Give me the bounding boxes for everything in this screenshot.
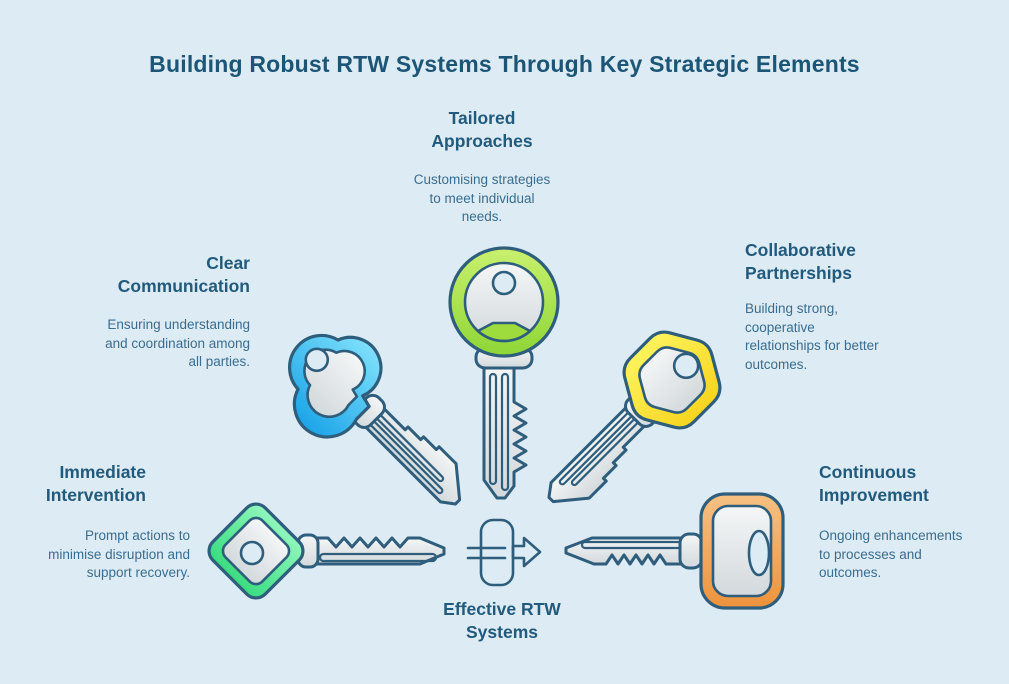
element-description: Prompt actions to minimise disruption an… <box>48 528 190 580</box>
element-tailored-approaches: Tailored Approaches Customising strategi… <box>382 107 582 227</box>
key-tailored-approaches <box>448 246 560 500</box>
arrow-right-icon <box>511 536 542 568</box>
key-hole <box>239 540 265 566</box>
element-continuous-improvement: Continuous Improvement Ongoing enhanceme… <box>819 461 999 583</box>
key-groove <box>318 552 438 563</box>
key-shaft <box>359 402 462 506</box>
key-groove <box>488 372 498 486</box>
key-hole <box>747 529 771 577</box>
element-heading: Immediate Intervention <box>45 462 146 505</box>
element-immediate-intervention: Immediate Intervention Prompt actions to… <box>18 461 190 583</box>
key-shaft <box>482 360 528 500</box>
key-immediate-intervention <box>207 502 446 600</box>
element-heading: Continuous Improvement <box>819 462 929 505</box>
key-shaft <box>310 536 446 566</box>
key-clear-communication <box>288 333 462 506</box>
key-head-notch <box>476 321 532 343</box>
key-hole <box>672 352 700 380</box>
element-description: Building strong, cooperative relationshi… <box>745 301 879 372</box>
element-heading: Tailored Approaches <box>431 108 533 151</box>
key-collar <box>678 532 704 570</box>
element-description: Ongoing enhancements to processes and ou… <box>819 528 963 580</box>
key-shaft <box>564 536 692 566</box>
center-label: Effective RTW Systems <box>443 599 561 642</box>
key-collaborative-partnerships <box>547 330 722 504</box>
lock-cylinder <box>479 518 515 587</box>
lock-entry-icon <box>466 518 542 587</box>
key-continuous-improvement <box>564 492 785 610</box>
element-heading: Collaborative Partnerships <box>745 240 856 283</box>
key-hole <box>304 347 330 373</box>
element-heading: Clear Communication <box>117 253 250 296</box>
element-clear-communication: Clear Communication Ensuring understandi… <box>88 252 250 372</box>
page-title: Building Robust RTW Systems Through Key … <box>149 51 860 77</box>
key-shaft <box>547 401 651 504</box>
element-collaborative-partnerships: Collaborative Partnerships Building stro… <box>745 239 935 374</box>
key-groove <box>500 372 510 492</box>
element-description: Ensuring understanding and coordination … <box>105 317 250 369</box>
key-hole <box>491 270 517 296</box>
element-description: Customising strategies to meet individua… <box>413 172 551 224</box>
